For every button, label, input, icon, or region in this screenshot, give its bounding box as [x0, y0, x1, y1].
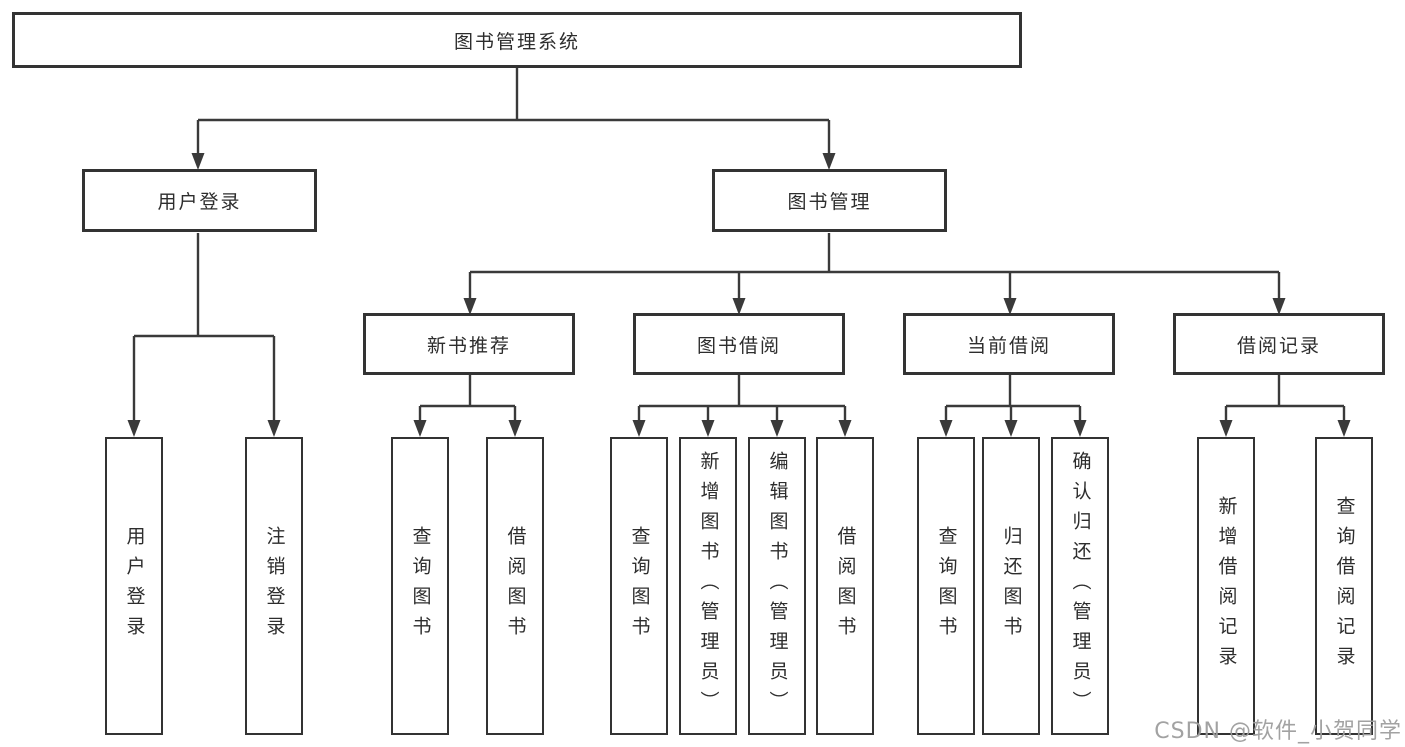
connector-book-management-to-level3 [468, 233, 1281, 300]
leaf-borrow-books-recommend: 借阅图书 [486, 437, 544, 735]
connector-borrow-records-to-leaves [1224, 375, 1346, 421]
node-borrow-records: 借阅记录 [1173, 313, 1385, 375]
leaf-user-login: 用户登录 [105, 437, 163, 735]
watermark: CSDN @软件_小贺同学 [1154, 719, 1402, 744]
connector-current-borrow-to-leaves [944, 375, 1082, 421]
leaf-edit-book-admin: 编辑图书（管理员） [748, 437, 806, 735]
leaf-return-book: 归还图书 [982, 437, 1040, 735]
node-book-management: 图书管理 [712, 169, 947, 232]
leaf-add-borrow-record: 新增借阅记录 [1197, 437, 1255, 735]
node-root: 图书管理系统 [12, 12, 1022, 68]
leaf-query-books-recommend: 查询图书 [391, 437, 449, 735]
leaf-add-book-admin: 新增图书（管理员） [679, 437, 737, 735]
leaf-query-borrow-record: 查询借阅记录 [1315, 437, 1373, 735]
node-user-login: 用户登录 [82, 169, 317, 232]
connector-user-login-to-leaves [132, 233, 276, 421]
connector-new-book-recommend-to-leaves [418, 375, 517, 421]
connector-root-to-level2 [196, 68, 831, 155]
leaf-query-books-borrow: 查询图书 [610, 437, 668, 735]
connector-book-borrow-to-leaves [637, 375, 847, 421]
node-book-borrow: 图书借阅 [633, 313, 845, 375]
leaf-borrow-books-borrow: 借阅图书 [816, 437, 874, 735]
node-current-borrow: 当前借阅 [903, 313, 1115, 375]
leaf-query-books-current: 查询图书 [917, 437, 975, 735]
node-new-book-recommend: 新书推荐 [363, 313, 575, 375]
leaf-confirm-return-admin: 确认归还（管理员） [1051, 437, 1109, 735]
arrowheads [127, 153, 1351, 437]
leaf-logout: 注销登录 [245, 437, 303, 735]
